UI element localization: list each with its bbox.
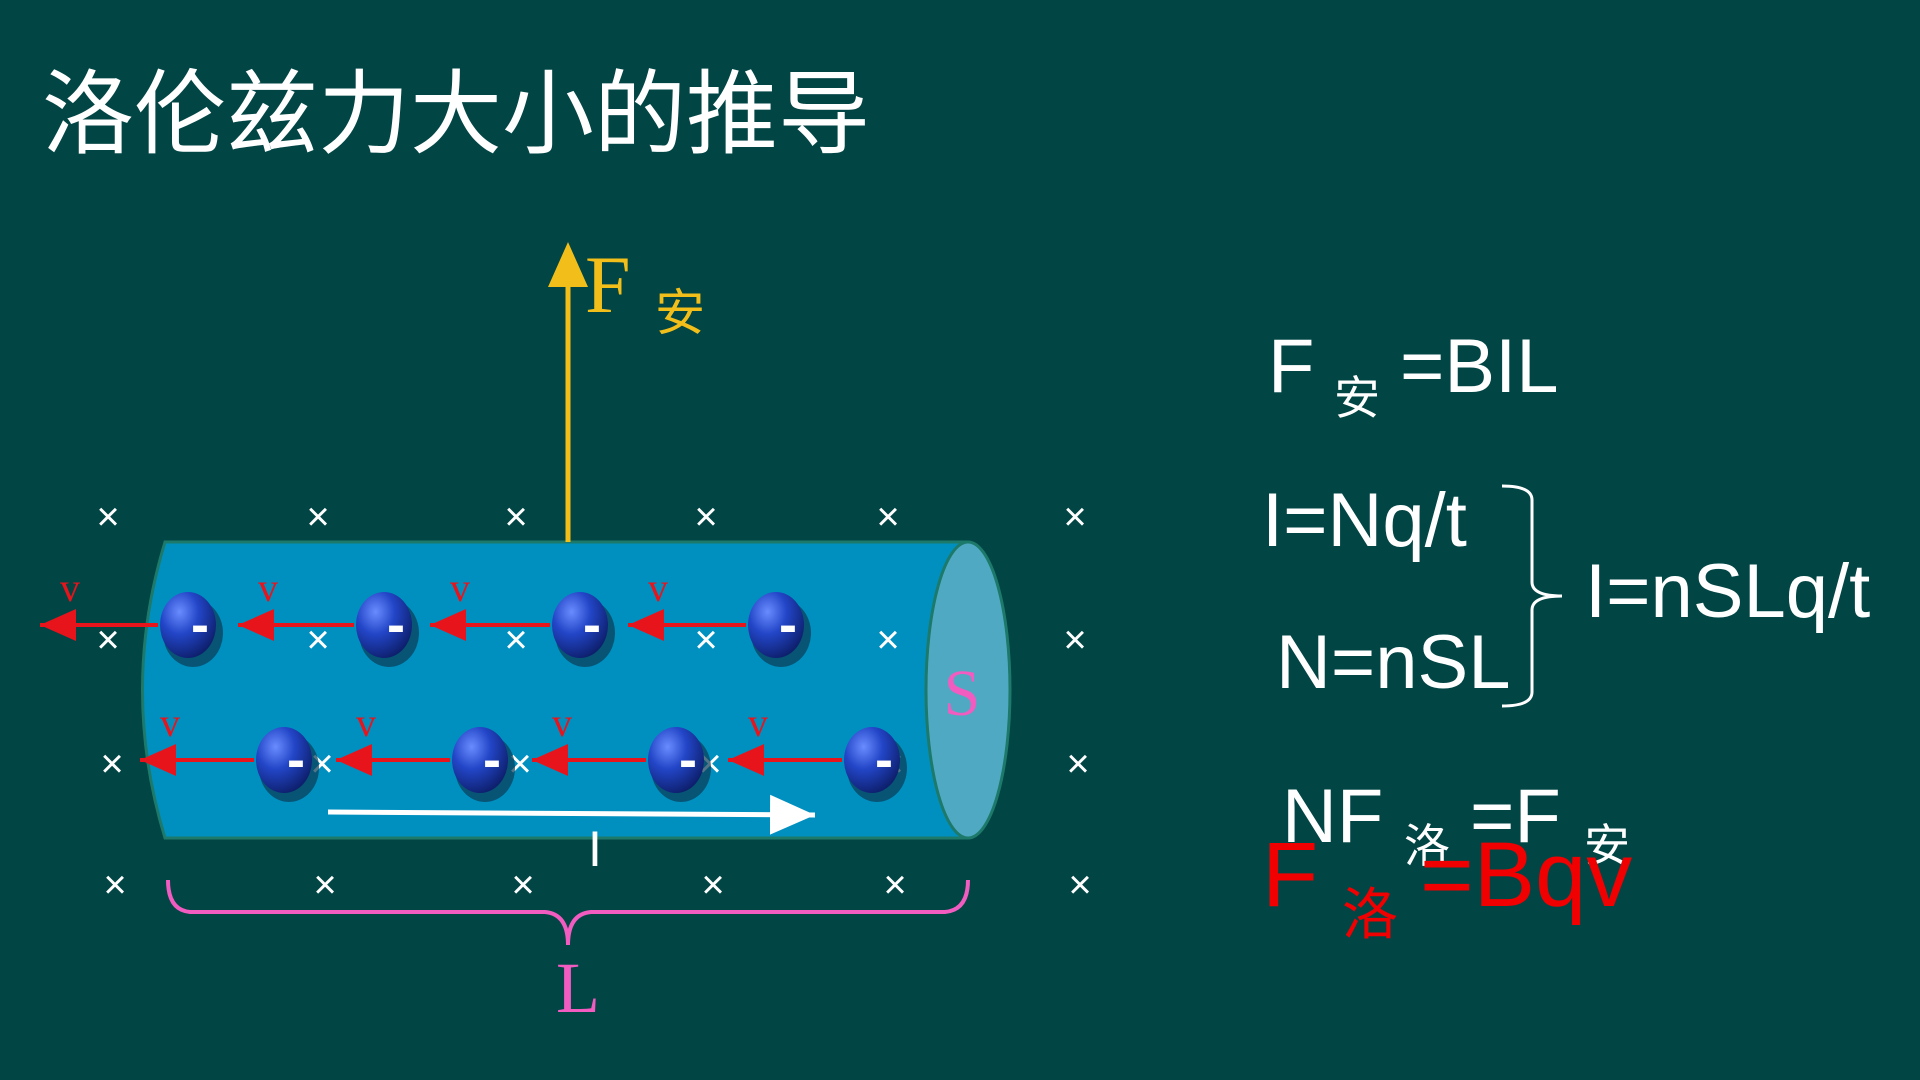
charge-sign: - [583, 595, 601, 655]
field-cross-mark: × [883, 863, 906, 907]
electron-charge [356, 592, 412, 658]
velocity-label: v [648, 565, 668, 610]
length-brace [166, 879, 970, 946]
velocity-label: v [356, 700, 376, 745]
field-cross-mark: × [694, 495, 717, 539]
field-cross-mark: × [511, 863, 534, 907]
formula-final-sub: 洛 [1342, 883, 1398, 946]
charge-sign: - [875, 730, 893, 790]
velocity-label: v [552, 700, 572, 745]
field-cross-mark: × [100, 742, 123, 786]
formula-final-lhs: F [1262, 824, 1318, 926]
charge-sign: - [679, 730, 697, 790]
field-cross-mark: × [103, 863, 126, 907]
velocity-label: v [60, 565, 80, 610]
field-cross-mark: × [694, 618, 717, 662]
electron-charge [844, 727, 900, 793]
field-cross-mark: × [1063, 618, 1086, 662]
formula-number-of-charges: N=nSL [1276, 620, 1511, 705]
length-bracket: L [166, 879, 970, 1028]
formula-nf-mid: =F [1470, 774, 1561, 859]
electron-charge [452, 727, 508, 793]
cylinder-end-face [924, 540, 1012, 840]
formula-nf-lhs: NF [1282, 774, 1383, 859]
formula-force-equality: NF 洛 =F 安 [1282, 774, 1630, 872]
formula-nf-sub2: 安 [1584, 820, 1630, 872]
charge-sign: - [779, 595, 797, 655]
field-cross-mark: × [504, 495, 527, 539]
formula-ampere-rhs: =BIL [1400, 324, 1558, 409]
length-label: L [556, 948, 600, 1028]
current-indicator: I [327, 794, 816, 877]
field-cross-mark: × [306, 618, 329, 662]
field-cross-mark: × [306, 495, 329, 539]
formula-lorentz-result: F 洛 =Bqv [1262, 824, 1632, 946]
charge-sign: - [387, 595, 405, 655]
charge-sign: - [483, 730, 501, 790]
field-cross-mark: × [1068, 863, 1091, 907]
velocity-label: v [450, 565, 470, 610]
formula-current-count: I=Nq/t [1262, 478, 1467, 563]
velocity-label: v [258, 565, 278, 610]
electron-charge [160, 592, 216, 658]
formula-nf-sub1: 洛 [1404, 820, 1450, 872]
force-label-symbol: F [585, 239, 631, 330]
formula-final-rhs: =Bqv [1420, 824, 1632, 926]
charge-sign: - [287, 730, 305, 790]
formula-ampere-sub: 安 [1334, 372, 1380, 424]
magnetic-field-marks: ×××××××××××××××××××××××× [96, 495, 1091, 907]
field-cross-mark: × [96, 618, 119, 662]
formula-ampere-lhs: F [1268, 324, 1314, 409]
electron-charge [748, 592, 804, 658]
field-cross-mark: × [876, 495, 899, 539]
current-label: I [588, 821, 602, 877]
force-label-subscript: 安 [655, 285, 705, 341]
formula-ampere-force: F 安 =BIL [1268, 324, 1558, 424]
combine-brace [1501, 484, 1563, 708]
electron-charge [552, 592, 608, 658]
electron-charges: v-v-v-v-v-v-v-v- [40, 565, 907, 802]
field-cross-mark: × [96, 495, 119, 539]
current-arrow [327, 794, 816, 835]
formula-current-result: I=nSLq/t [1585, 549, 1870, 634]
electron-charge [648, 727, 704, 793]
field-cross-mark: × [504, 618, 527, 662]
velocity-label: v [748, 700, 768, 745]
ampere-force-arrow: F 安 [548, 239, 705, 542]
field-cross-mark: × [1066, 742, 1089, 786]
field-cross-mark: × [876, 618, 899, 662]
field-cross-mark: × [313, 863, 336, 907]
cross-section-label: S [944, 657, 981, 730]
charge-sign: - [191, 595, 209, 655]
electron-charge [256, 727, 312, 793]
field-cross-mark: × [701, 863, 724, 907]
velocity-label: v [160, 700, 180, 745]
field-cross-mark: × [1063, 495, 1086, 539]
slide-title: 洛伦兹力大小的推导 [42, 64, 870, 166]
